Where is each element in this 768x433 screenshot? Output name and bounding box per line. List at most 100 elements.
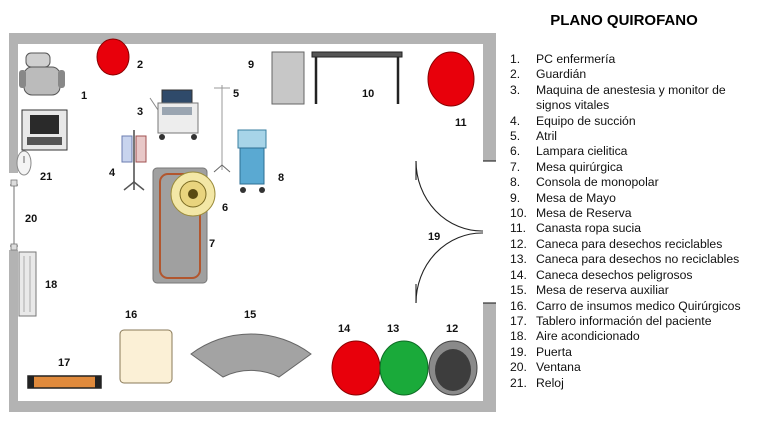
marker-10: 10 <box>362 88 374 100</box>
legend-item: 21. Reloj <box>510 376 764 391</box>
legend-item: 8. Consola de monopolar <box>510 175 764 190</box>
marker-16: 16 <box>125 309 137 321</box>
iv-pole <box>213 85 231 173</box>
hazardous-waste-bin <box>331 340 381 396</box>
legend-item-label: Lampara cielitica <box>536 144 628 159</box>
legend-item: 2.Guardián <box>510 67 764 82</box>
marker-2: 2 <box>137 59 143 71</box>
reserve-table <box>311 51 403 104</box>
legend-item: 13. Caneca para desechos no reciclables <box>510 252 764 267</box>
legend-item: 9. Mesa de Mayo <box>510 191 764 206</box>
legend-item: 19.Puerta <box>510 345 764 360</box>
window <box>10 179 18 251</box>
nurse-pc-chair <box>19 52 65 96</box>
marker-20: 20 <box>25 213 37 225</box>
legend-item-number: 15. <box>510 283 527 298</box>
legend-item-label: Reloj <box>536 375 564 390</box>
legend-item: 6. Lampara cielitica <box>510 144 764 159</box>
legend-item: 3. Maquina de anestesia y monitor de sign… <box>510 83 764 114</box>
legend-item-label: Caneca desechos peligrosos <box>536 267 693 282</box>
patient-info-board <box>27 375 102 389</box>
legend-item-label: Caneca para desechos reciclables <box>536 236 723 251</box>
marker-6: 6 <box>222 202 228 214</box>
legend-item-label: Mesa de Mayo <box>536 190 616 205</box>
marker-11: 11 <box>455 117 467 129</box>
marker-13: 13 <box>387 323 399 335</box>
dirty-linen-basket <box>427 51 475 107</box>
legend-item-number: 6. <box>510 144 521 159</box>
legend-item-label: Mesa quirúrgica <box>536 159 623 174</box>
legend-item: 15. Mesa de reserva auxiliar <box>510 283 764 298</box>
marker-7: 7 <box>209 238 215 250</box>
monopolar-console <box>237 129 267 193</box>
legend-item-number: 12. <box>510 236 527 251</box>
legend-item: 5. Atril <box>510 129 764 144</box>
plan-title: PLANO QUIROFANO <box>550 12 698 29</box>
legend-item: 14. Caneca desechos peligrosos <box>510 268 764 283</box>
legend-item: 11. Canasta ropa sucia <box>510 221 764 236</box>
legend-item: 16. Carro de insumos medico Quirúrgicos <box>510 299 764 314</box>
surgical-lamp <box>170 171 216 217</box>
legend-item-number: 3. <box>510 82 521 97</box>
legend-item-label: Guardián <box>536 67 587 82</box>
marker-4: 4 <box>109 167 116 179</box>
legend-item-label: Consola de monopolar <box>536 175 659 190</box>
legend-item: 10.Mesa de Reserva <box>510 206 764 221</box>
legend-item-number: 9. <box>510 190 521 205</box>
marker-1: 1 <box>81 90 87 102</box>
wall-clock <box>16 150 32 176</box>
legend-item-label: Aire acondicionado <box>536 329 640 344</box>
legend-item-label: Tablero información del paciente <box>536 313 712 328</box>
legend-item-label: Ventana <box>536 360 581 375</box>
number-markers: 1 2 3 4 5 6 7 8 9 10 11 12 13 14 15 16 1… <box>25 59 467 369</box>
legend-item: 20. Ventana <box>510 360 764 375</box>
legend-item-label: Carro de insumos medico Quirúrgicos <box>536 298 741 313</box>
legend-item-number: 14. <box>510 267 527 282</box>
legend-item-number: 5. <box>510 129 521 144</box>
legend-item-label: Canasta ropa sucia <box>536 221 642 236</box>
non-recyclable-bin <box>379 340 429 396</box>
legend-item-label: Caneca para desechos no reciclables <box>536 252 740 267</box>
legend-item: 7. Mesa quirúrgica <box>510 160 764 175</box>
suction-unit <box>121 130 147 191</box>
legend-item-number: 16. <box>510 298 527 313</box>
marker-12: 12 <box>446 323 458 335</box>
legend-item-label: Equipo de succión <box>536 113 636 128</box>
legend-item-number: 18. <box>510 329 527 344</box>
guardian-bin <box>96 38 130 76</box>
legend-item-number: 8. <box>510 175 521 190</box>
legend-item-label: Maquina de anestesia y monitor de signos… <box>536 82 726 113</box>
legend-item: 4. Equipo de succión <box>510 114 764 129</box>
door <box>415 160 496 304</box>
legend-item-number: 17. <box>510 313 527 328</box>
supply-cart <box>119 329 173 384</box>
legend-item-number: 4. <box>510 113 521 128</box>
marker-5: 5 <box>233 88 239 100</box>
legend-item-label: Mesa de reserva auxiliar <box>536 283 669 298</box>
room-walls <box>9 33 496 412</box>
legend-item-number: 1. <box>510 52 521 66</box>
legend-item-label: PC enfermería <box>536 52 616 66</box>
marker-8: 8 <box>278 172 284 184</box>
legend-item: 18. Aire acondicionado <box>510 329 764 344</box>
legend-item-number: 21. <box>510 375 527 390</box>
marker-18: 18 <box>45 279 57 291</box>
legend-item-number: 13. <box>510 252 527 267</box>
legend-item-number: 11. <box>510 221 527 236</box>
legend-item: 1. PC enfermería <box>510 52 764 67</box>
legend-item-number: 20. <box>510 360 527 375</box>
marker-15: 15 <box>244 309 256 321</box>
legend-item-label: Atril <box>536 129 557 144</box>
legend-item-number: 19. <box>510 344 527 359</box>
marker-14: 14 <box>338 323 351 335</box>
marker-17: 17 <box>58 357 70 369</box>
air-conditioner <box>18 251 37 317</box>
legend-item-number: 7. <box>510 159 521 174</box>
legend-item: 17. Tablero información del paciente <box>510 314 764 329</box>
legend-item: 12. Caneca para desechos reciclables <box>510 237 764 252</box>
anesthesia-machine <box>149 89 199 140</box>
legend-item-label: Mesa de Reserva <box>536 206 632 221</box>
